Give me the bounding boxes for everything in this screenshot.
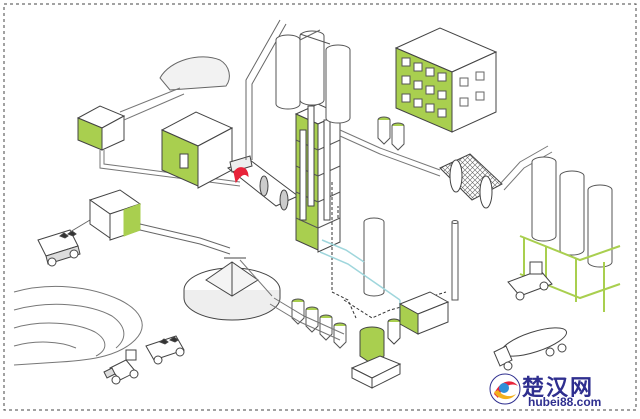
stockpile-to-hoppers	[239, 259, 345, 341]
rotary-kiln	[226, 155, 299, 211]
crusher-house	[69, 189, 142, 241]
preheater-tower	[294, 103, 342, 253]
cement-mill	[439, 153, 503, 209]
dump-truck-left	[37, 229, 81, 267]
raw-meal-silos	[275, 29, 351, 124]
watermark-url: hubei88.com	[528, 395, 602, 409]
stack-pipe	[451, 220, 459, 301]
tanker-truck	[493, 327, 567, 371]
dosing-hoppers	[291, 298, 347, 349]
coal-silo	[363, 217, 385, 297]
clinker-conveyor	[339, 129, 441, 177]
cement-truck-loading	[507, 261, 553, 301]
office-building	[394, 27, 498, 133]
dust-collector	[398, 291, 450, 335]
loader-bottom	[103, 349, 139, 385]
dump-truck-bottom	[145, 335, 185, 365]
material-pile	[159, 56, 230, 91]
small-warehouse	[76, 105, 126, 151]
globe-logo-icon	[488, 372, 522, 406]
additive-silos	[377, 116, 405, 151]
watermark: 楚汉网 hubei88.com	[482, 370, 632, 410]
cement-grinding-unit	[350, 318, 402, 389]
flow-path-dashed	[331, 182, 447, 319]
raw-mill-building	[160, 111, 234, 189]
circular-stockpile	[183, 257, 281, 321]
watermark-title: 楚汉网	[522, 376, 595, 401]
conveyor-to-storage	[139, 223, 231, 255]
quarry-hills	[13, 285, 143, 366]
dashed-frame	[3, 3, 637, 411]
gas-duct	[245, 19, 287, 160]
